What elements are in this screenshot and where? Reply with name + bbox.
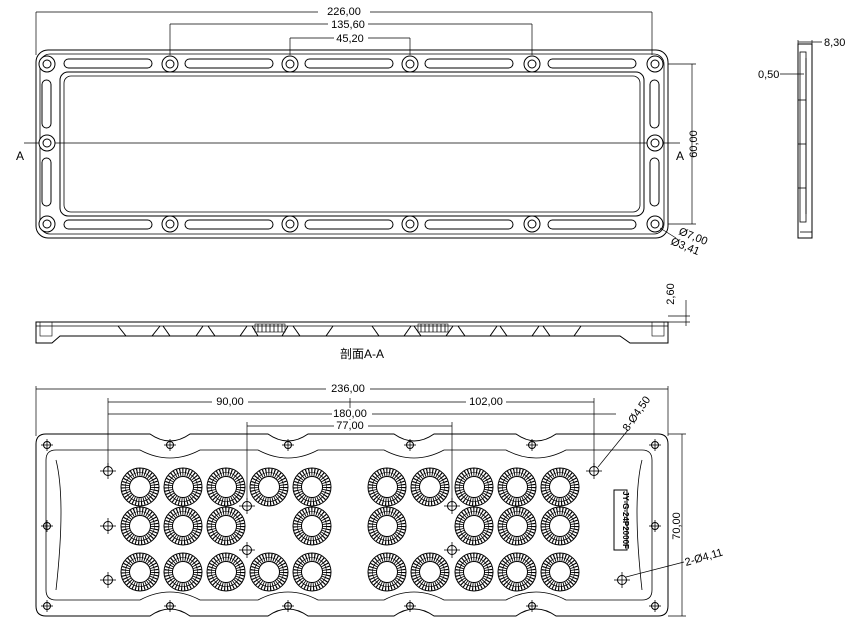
dim-bottom-mount-span: 180,00 xyxy=(333,408,367,420)
dim-bottom-left-span: 90,00 xyxy=(216,396,244,408)
lens-inner-dome xyxy=(301,561,323,583)
top-slots-side xyxy=(41,79,660,207)
lens-mid-ring xyxy=(545,511,575,541)
dim-bottom-height: 70,00 xyxy=(671,512,683,540)
lens-mid-ring xyxy=(372,557,402,587)
lens-inner-dome xyxy=(215,476,237,498)
lens-mid-ring xyxy=(168,557,198,587)
lens-mid-ring xyxy=(459,557,489,587)
lens-inner-dome xyxy=(463,561,485,583)
lens-mid-ring xyxy=(372,472,402,502)
dim-section-depth: 2,60 xyxy=(665,283,677,304)
lens-inner-dome xyxy=(258,476,280,498)
lens-inner-dome xyxy=(506,561,528,583)
top-slots-lower xyxy=(63,219,637,230)
lens-mid-ring xyxy=(297,472,327,502)
top-mounting-holes xyxy=(38,55,664,233)
part-label: JY-G-24P2000F xyxy=(621,491,630,549)
lens-mid-ring xyxy=(125,511,155,541)
lens-mid-ring xyxy=(502,511,532,541)
bottom-crosshair-holes xyxy=(41,439,661,612)
dim-top-height: 60,00 xyxy=(688,130,700,158)
dim-bottom-holes-2: 2-Ø4,11 xyxy=(684,547,725,569)
lens-inner-dome xyxy=(172,476,194,498)
section-hatched-lenses xyxy=(254,323,449,333)
lens-mid-ring xyxy=(297,511,327,541)
lens-inner-dome xyxy=(301,476,323,498)
lens-inner-dome xyxy=(506,476,528,498)
dim-bottom-holes-8: 8-Ø4,50 xyxy=(621,394,654,433)
lens-mid-ring xyxy=(297,557,327,587)
part-label-box xyxy=(613,489,628,551)
lens-inner-dome xyxy=(258,561,280,583)
lens-mid-ring xyxy=(545,472,575,502)
section-profile xyxy=(35,321,669,344)
lens-inner-dome xyxy=(215,561,237,583)
lens-inner-dome xyxy=(549,476,571,498)
lens-inner-dome xyxy=(376,476,398,498)
top-inner-window xyxy=(59,71,645,217)
lens-inner-dome xyxy=(129,476,151,498)
lens-inner-dome xyxy=(172,515,194,537)
lens-mid-ring xyxy=(459,472,489,502)
lens-mid-ring xyxy=(502,472,532,502)
dim-top-hole-span-outer: 135,60 xyxy=(331,19,365,31)
section-view: 2,60 剖面A-A xyxy=(35,283,690,361)
lens-inner-dome xyxy=(463,476,485,498)
dim-bottom-overall-width: 236,00 xyxy=(331,383,365,395)
lens-mid-ring xyxy=(125,472,155,502)
side-profile-outline xyxy=(797,43,813,239)
bottom-plate-outline xyxy=(35,433,669,617)
dim-side-lip: 0,50 xyxy=(758,69,779,81)
lens-inner-dome xyxy=(129,515,151,537)
lens-mid-ring xyxy=(459,511,489,541)
section-marker-right: A xyxy=(676,149,684,163)
lens-inner-dome xyxy=(549,515,571,537)
lens-inner-dome xyxy=(376,561,398,583)
lens-inner-dome xyxy=(129,561,151,583)
lens-mid-ring xyxy=(211,557,241,587)
lens-inner-dome xyxy=(419,561,441,583)
side-view: 8,30 0,50 xyxy=(758,37,845,239)
lens-mid-ring xyxy=(168,511,198,541)
dim-bottom-center-span: 77,00 xyxy=(336,420,364,432)
dim-top-overall-width: 226,00 xyxy=(327,6,361,18)
lens-mid-ring xyxy=(415,472,445,502)
dim-bottom-right-span: 102,00 xyxy=(469,396,503,408)
dim-side-thickness: 8,30 xyxy=(824,37,845,49)
top-view: 226,00 135,60 45,20 A A xyxy=(16,6,709,258)
lens-mid-ring xyxy=(254,557,284,587)
lens-mid-ring xyxy=(372,511,402,541)
lens-inner-dome xyxy=(463,515,485,537)
section-caption: 剖面A-A xyxy=(340,347,384,361)
lens-inner-dome xyxy=(376,515,398,537)
top-slots-upper xyxy=(63,58,637,69)
lens-mid-ring xyxy=(211,511,241,541)
lens-mid-ring xyxy=(415,557,445,587)
bottom-mount-holes xyxy=(100,463,630,588)
section-lens-recesses xyxy=(117,325,582,337)
lens-inner-dome xyxy=(419,476,441,498)
lens-inner-dome xyxy=(215,515,237,537)
lens-mid-ring xyxy=(254,472,284,502)
top-plate-outline xyxy=(35,49,669,239)
lens-inner-dome xyxy=(172,561,194,583)
lens-mid-ring xyxy=(211,472,241,502)
lens-inner-dome xyxy=(549,561,571,583)
lens-inner-dome xyxy=(301,515,323,537)
bottom-lens-array xyxy=(120,467,580,592)
dim-top-hole-span-inner: 45,20 xyxy=(336,33,364,45)
lens-mid-ring xyxy=(502,557,532,587)
lens-mid-ring xyxy=(125,557,155,587)
bottom-view: 236,00 90,00 102,00 180,00 77,00 xyxy=(35,383,725,617)
section-marker-left: A xyxy=(16,149,24,163)
lens-mid-ring xyxy=(168,472,198,502)
lens-inner-dome xyxy=(506,515,528,537)
lens-mid-ring xyxy=(545,557,575,587)
